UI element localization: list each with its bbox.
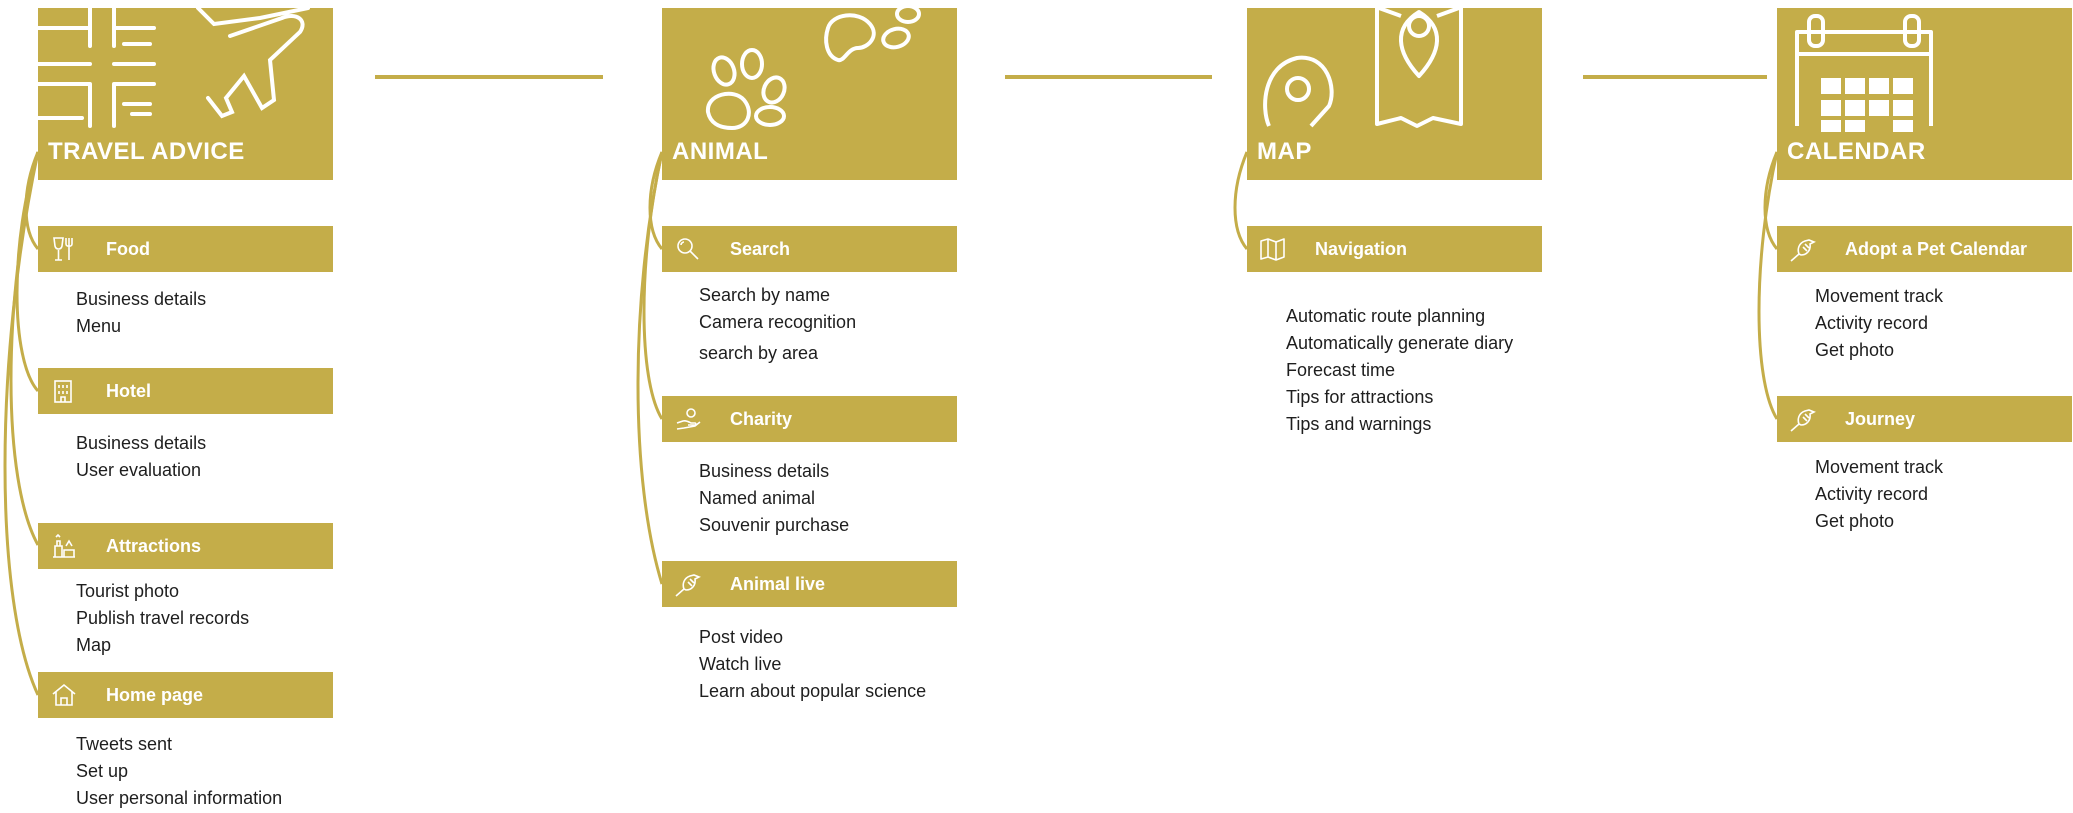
- section-attractions[interactable]: Attractions: [38, 523, 333, 569]
- section-label: Attractions: [106, 536, 202, 556]
- animal-header: ANIMAL: [662, 8, 957, 180]
- map-header: MAP: [1247, 8, 1542, 180]
- column-title: TRAVEL ADVICE: [48, 138, 245, 165]
- section-home-page[interactable]: Home page: [38, 672, 333, 718]
- home-page-list: Tweets sent Set up User personal informa…: [76, 731, 376, 812]
- list-item: Get photo: [1815, 340, 1895, 360]
- list-item: Get photo: [1815, 511, 1895, 531]
- charity-icon: [676, 408, 701, 430]
- travel-icons: [38, 8, 310, 128]
- charity-list: Business details Named animal Souvenir p…: [699, 458, 999, 539]
- section-label: Adopt a Pet Calendar: [1845, 239, 2028, 259]
- separator-line: [375, 75, 603, 79]
- section-label: Charity: [730, 409, 793, 429]
- section-search[interactable]: Search: [662, 226, 957, 272]
- list-item: Automatic route planning: [1286, 306, 1486, 326]
- list-item: Movement track: [1815, 286, 1944, 306]
- separator-line: [1005, 75, 1212, 79]
- list-item: Menu: [76, 316, 122, 336]
- list-item: Map: [76, 635, 112, 655]
- list-item: Camera recognition: [699, 312, 857, 332]
- section-hotel[interactable]: Hotel: [38, 368, 333, 414]
- list-item: Search by name: [699, 285, 831, 305]
- list-item: Publish travel records: [76, 608, 250, 628]
- list-item: User personal information: [76, 788, 283, 808]
- column-title: CALENDAR: [1787, 138, 1926, 165]
- list-item: search by area: [699, 343, 819, 363]
- search-list: Search by name Camera recognition search…: [699, 282, 999, 367]
- section-label: Search: [730, 239, 791, 259]
- food-list: Business details Menu: [76, 286, 376, 340]
- adopt-calendar-list: Movement track Activity record Get photo: [1815, 283, 2073, 364]
- list-item: Tips for attractions: [1286, 387, 1434, 407]
- section-label: Home page: [106, 685, 204, 705]
- list-item: Tips and warnings: [1286, 414, 1432, 434]
- bird-icon: [1790, 409, 1816, 432]
- bird-icon: [1790, 239, 1816, 262]
- home-icon: [52, 683, 76, 706]
- animal-live-list: Post video Watch live Learn about popula…: [699, 624, 999, 705]
- list-item: Forecast time: [1286, 360, 1396, 380]
- list-item: Named animal: [699, 488, 816, 508]
- search-icon: [677, 238, 699, 260]
- calendar-header: CALENDAR: [1777, 8, 2072, 180]
- list-item: Tweets sent: [76, 734, 173, 754]
- section-label: Journey: [1845, 409, 1916, 429]
- section-navigation[interactable]: Navigation: [1247, 226, 1542, 272]
- column-title: MAP: [1257, 138, 1312, 165]
- calendar-icons: [1795, 14, 1933, 132]
- list-item: Business details: [76, 289, 207, 309]
- list-item: Activity record: [1815, 313, 1929, 333]
- list-item: Tourist photo: [76, 581, 180, 601]
- separator-line: [1583, 75, 1767, 79]
- list-item: Souvenir purchase: [699, 515, 850, 535]
- section-food[interactable]: Food: [38, 226, 333, 272]
- list-item: Movement track: [1815, 457, 1944, 477]
- list-item: Automatically generate diary: [1286, 333, 1514, 353]
- list-item: Business details: [699, 461, 830, 481]
- list-item: Learn about popular science: [699, 681, 927, 701]
- attractions-list: Tourist photo Publish travel records Map: [76, 578, 376, 659]
- list-item: Set up: [76, 761, 129, 781]
- travel-advice-header: TRAVEL ADVICE: [38, 8, 333, 180]
- list-item: Watch live: [699, 654, 782, 674]
- hotel-icon: [54, 380, 72, 403]
- section-label: Animal live: [730, 574, 826, 594]
- section-charity[interactable]: Charity: [662, 396, 957, 442]
- section-animal-live[interactable]: Animal live: [662, 561, 957, 607]
- attractions-icon: [53, 533, 75, 558]
- food-icon: [53, 237, 73, 261]
- hotel-list: Business details User evaluation: [76, 430, 376, 484]
- map-icon: [1260, 238, 1285, 261]
- list-item: Business details: [76, 433, 207, 453]
- section-journey[interactable]: Journey: [1777, 396, 2072, 442]
- journey-list: Movement track Activity record Get photo: [1815, 454, 2073, 535]
- section-adopt-a-pet-calendar[interactable]: Adopt a Pet Calendar: [1777, 226, 2072, 272]
- column-title: ANIMAL: [672, 138, 769, 165]
- section-label: Navigation: [1315, 239, 1408, 259]
- list-item: Activity record: [1815, 484, 1929, 504]
- section-label: Food: [106, 239, 150, 259]
- list-item: User evaluation: [76, 460, 202, 480]
- section-label: Hotel: [106, 381, 151, 401]
- list-item: Post video: [699, 627, 784, 647]
- map-icons: [1263, 8, 1463, 128]
- paw-icons: [706, 8, 921, 131]
- bird-icon: [675, 574, 701, 597]
- navigation-list: Automatic route planning Automatically g…: [1286, 303, 1586, 438]
